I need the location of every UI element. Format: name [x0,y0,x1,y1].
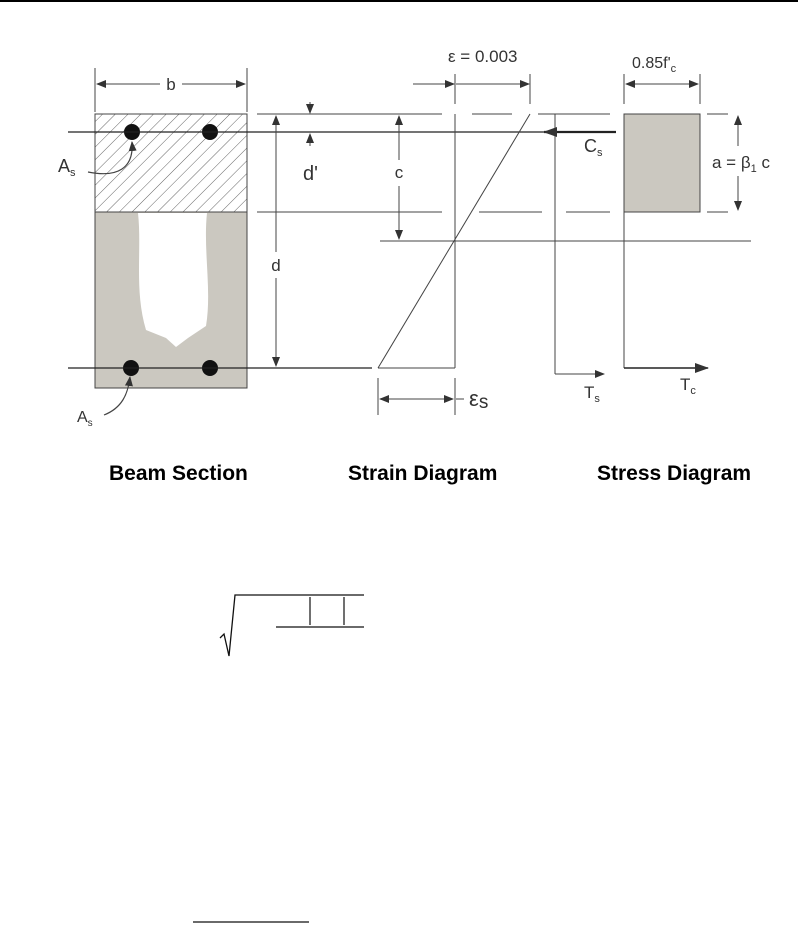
stress-block [623,113,701,213]
square-root-sign [219,594,364,657]
stress-diagram: Ts Cs Tc 0.85f'c a = β1 c [543,55,770,405]
effective-depth-label: d [271,256,280,275]
strain-profile [377,113,531,369]
compression-steel-label: As [58,156,76,179]
reference-lines [68,113,751,369]
header-rule [0,0,798,2]
strain-diagram-title: Strain Diagram [348,462,498,485]
beam-void [138,213,209,347]
stress-diagram-title: Stress Diagram [597,462,752,485]
beam-section-title: Beam Section [109,462,248,485]
compression-steel-depth-label: d' [303,163,318,185]
compression-steel-depth-dimension: d' [303,102,318,185]
top-strain-label: ε = 0.003 [448,47,518,66]
compression-zone [94,113,248,213]
beam-section: b As As [58,68,248,429]
compression-steel-force-label: Cs [584,136,603,159]
effective-depth-dimension: d [271,115,281,367]
stress-block-label: 0.85f'c [632,55,677,75]
strain-diagram: ε = 0.003 εs [377,47,531,415]
width-label: b [166,75,175,94]
steel-tension-label: Ts [584,383,600,405]
concrete-tension-label: Tc [680,375,696,397]
formula-fragment [193,594,364,923]
neutral-axis-depth-dimension: c [395,115,404,240]
tension-steel-leader [103,376,133,416]
compression-steel-leader [87,141,137,175]
steel-strain-label: εs [469,386,488,413]
tension-steel-label: As [77,409,93,429]
block-depth-label: a = β1 c [712,153,770,175]
neutral-axis-depth-label: c [395,163,404,182]
